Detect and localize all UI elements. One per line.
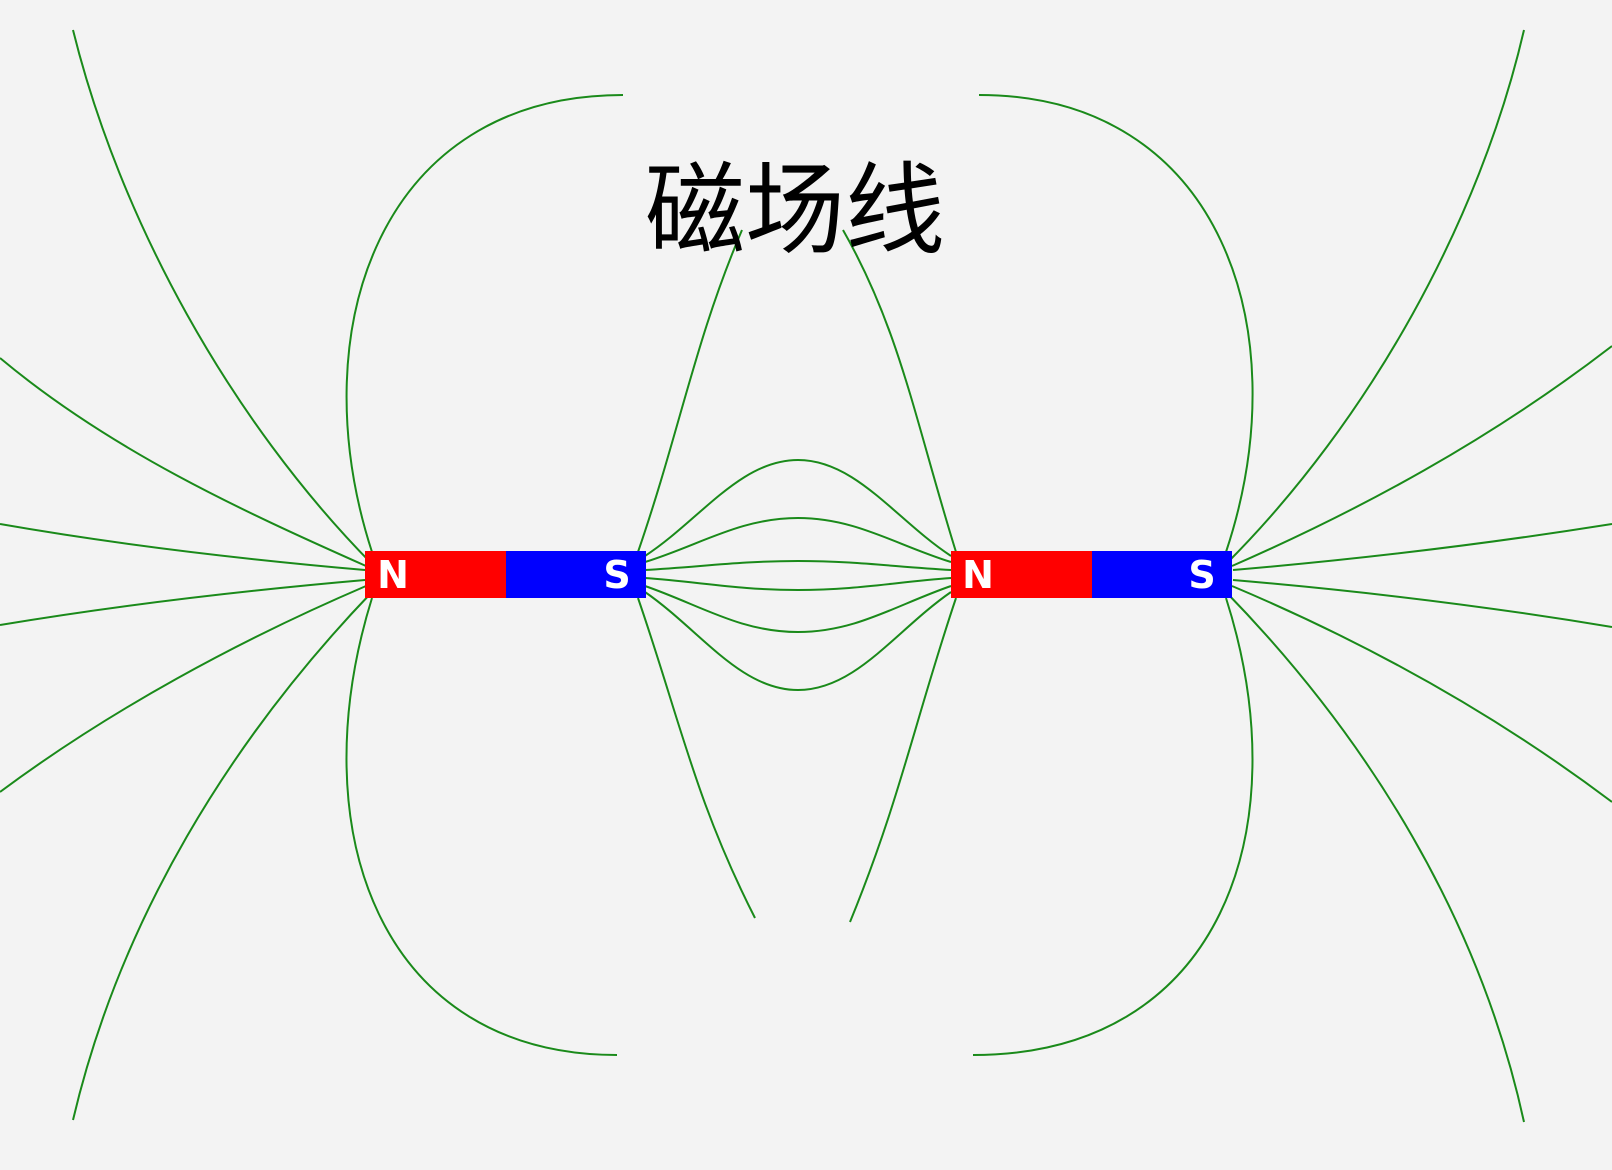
field-line (644, 591, 952, 692)
field-line (637, 229, 743, 553)
north-label-left: N (377, 553, 409, 597)
field-line (1232, 579, 1612, 628)
field-line (972, 597, 1254, 1056)
field-line (72, 29, 373, 565)
field-line (0, 579, 366, 626)
field-line (1231, 345, 1612, 567)
field-line (1225, 29, 1525, 565)
field-line (644, 516, 952, 563)
field-line (644, 559, 952, 571)
field-line (644, 585, 952, 634)
north-pole-right (951, 551, 1092, 598)
bar-magnet-right: N S (951, 551, 1232, 598)
diagram-title: 磁场线 (645, 152, 945, 269)
field-line (0, 357, 367, 567)
field-line (637, 597, 756, 919)
field-line (644, 577, 952, 592)
field-line (1225, 591, 1525, 1123)
field-line (1232, 523, 1612, 571)
south-pole-left (506, 551, 646, 598)
field-line (842, 229, 957, 553)
north-pole-left (365, 551, 506, 598)
field-line (849, 597, 957, 923)
south-pole-right (1092, 551, 1232, 598)
field-line (1231, 585, 1612, 803)
field-line (72, 591, 373, 1121)
field-line (978, 94, 1254, 553)
field-line (644, 458, 952, 557)
field-line (345, 597, 618, 1056)
south-label-right: S (1188, 553, 1215, 597)
bar-magnet-left: N S (365, 551, 646, 598)
south-label-left: S (603, 553, 630, 597)
field-line (0, 523, 366, 571)
field-line (0, 585, 367, 793)
field-lines (0, 29, 1612, 1123)
field-line (345, 94, 624, 553)
north-label-right: N (962, 553, 994, 597)
